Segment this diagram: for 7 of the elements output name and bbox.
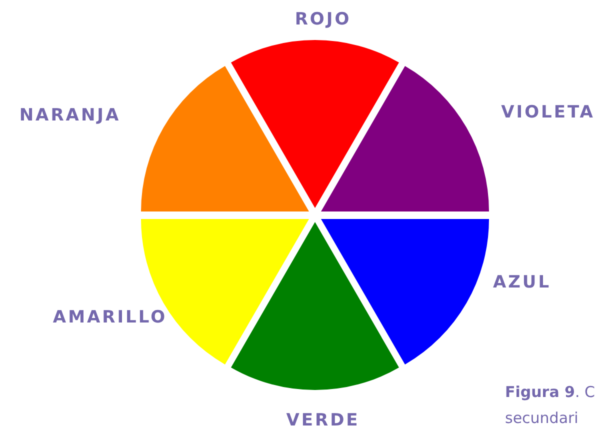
color-name-label: VERDE [286, 412, 360, 430]
figure-caption: Figura 9. C secundari [505, 382, 596, 428]
color-name-label: NARANJA [19, 106, 121, 126]
color-name-label: ROJO [294, 10, 352, 30]
color-name-label: VIOLETA [501, 104, 595, 122]
color-name-label: AMARILLO [52, 308, 168, 328]
color-name-label: AZUL [492, 274, 552, 292]
